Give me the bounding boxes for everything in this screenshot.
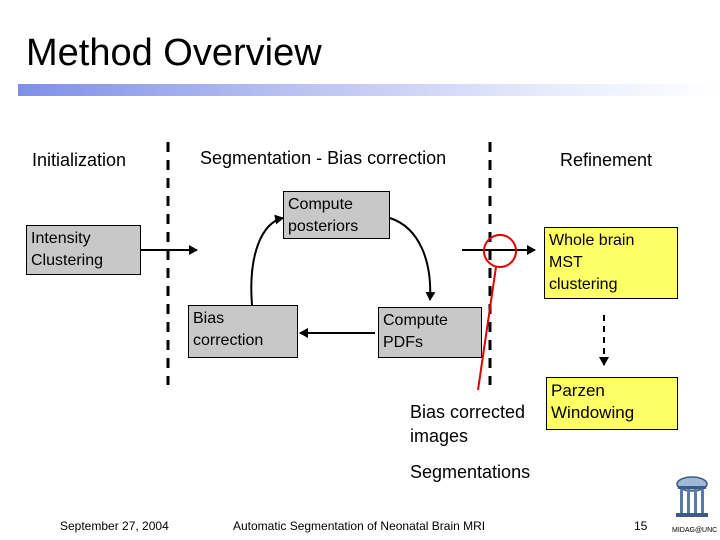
arrow-bias-to-posteriors	[250, 214, 284, 306]
box-line: MST	[549, 254, 583, 271]
slide-title: Method Overview	[26, 32, 322, 74]
old-well-logo-icon	[676, 476, 708, 517]
box-line: Whole brain	[549, 232, 635, 249]
box-line: Windowing	[551, 403, 635, 422]
output-segmentations: Segmentations	[410, 462, 531, 482]
box-line: Compute	[383, 312, 448, 329]
box-line: PDFs	[383, 334, 423, 351]
output-bias-corrected-images: Bias corrected images	[410, 400, 525, 448]
box-line: posteriors	[288, 218, 359, 235]
box-line: Bias	[193, 310, 225, 327]
footer-title: Automatic Segmentation of Neonatal Brain…	[233, 519, 486, 533]
stage-refinement-label: Refinement	[560, 150, 653, 170]
box-parzen-windowing: Parzen Windowing	[546, 377, 678, 430]
output-line: Bias corrected	[410, 402, 526, 422]
logo-caption: MIDAG@UNC	[672, 527, 718, 534]
box-whole-brain-mst: Whole brain MST clustering	[544, 227, 678, 299]
box-bias-correction: Bias correction	[188, 305, 298, 358]
box-line: Clustering	[31, 252, 104, 269]
box-line: clustering	[549, 276, 618, 293]
footer-page-number: 15	[634, 519, 648, 533]
highlight-circle	[483, 234, 517, 268]
title-underline-bar	[18, 84, 718, 96]
box-line: Intensity	[31, 230, 91, 247]
box-line: correction	[193, 332, 264, 349]
box-compute-posteriors: Compute posteriors	[283, 191, 390, 239]
box-intensity-clustering: Intensity Clustering	[26, 225, 141, 275]
footer-date: September 27, 2004	[60, 519, 169, 533]
box-line: Parzen	[551, 381, 605, 400]
stage-segmentation-label: Segmentation - Bias correction	[200, 148, 447, 168]
box-compute-pdfs: Compute PDFs	[378, 307, 482, 358]
arrow-posteriors-to-pdfs	[389, 217, 436, 301]
highlight-pointer	[477, 266, 497, 391]
box-line: Compute	[288, 196, 353, 213]
output-line: images	[410, 426, 469, 446]
stage-initialization-label: Initialization	[32, 150, 127, 170]
